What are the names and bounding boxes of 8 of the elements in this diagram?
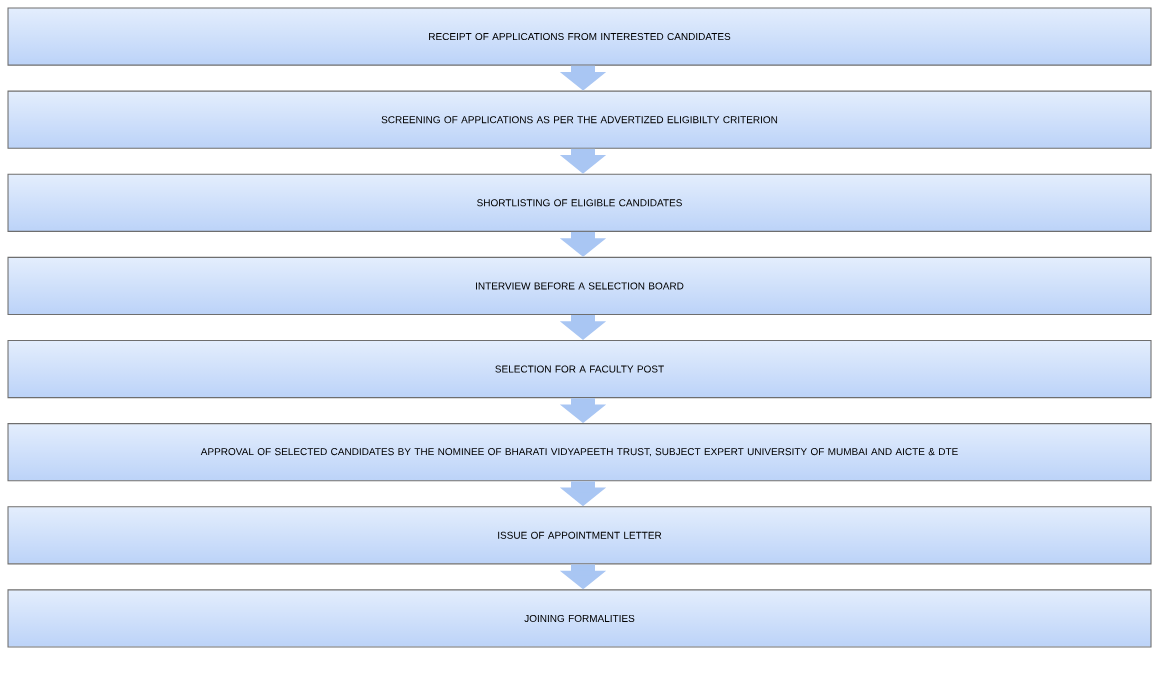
process-box: RECEIPT OF APPLICATIONS FROM INTERESTED CANDIDATES <box>7 7 1152 66</box>
process-box: SELECTION FOR A FACULTY POST <box>7 339 1152 399</box>
process-box: JOINING FORMALITIES <box>7 589 1152 648</box>
process-box: SCREENING OF APPLICATIONS AS PER THE ADVERTIZED ELIGIBILTY CRITERION <box>7 90 1152 149</box>
process-box: APPROVAL OF SELECTED CANDIDATES BY THE NOMINEE OF BHARATI VIDYAPEETH TRUST, SUBJECT EXPERT UNIVERSITY OF MUMBAI AND AICTE & DTE <box>7 423 1152 482</box>
process-box: SHORTLISTING OF ELIGIBLE CANDIDATES <box>7 173 1152 232</box>
process-box: INTERVIEW BEFORE A SELECTION BOARD <box>7 256 1152 316</box>
process-box: ISSUE OF APPOINTMENT LETTER <box>7 506 1152 565</box>
